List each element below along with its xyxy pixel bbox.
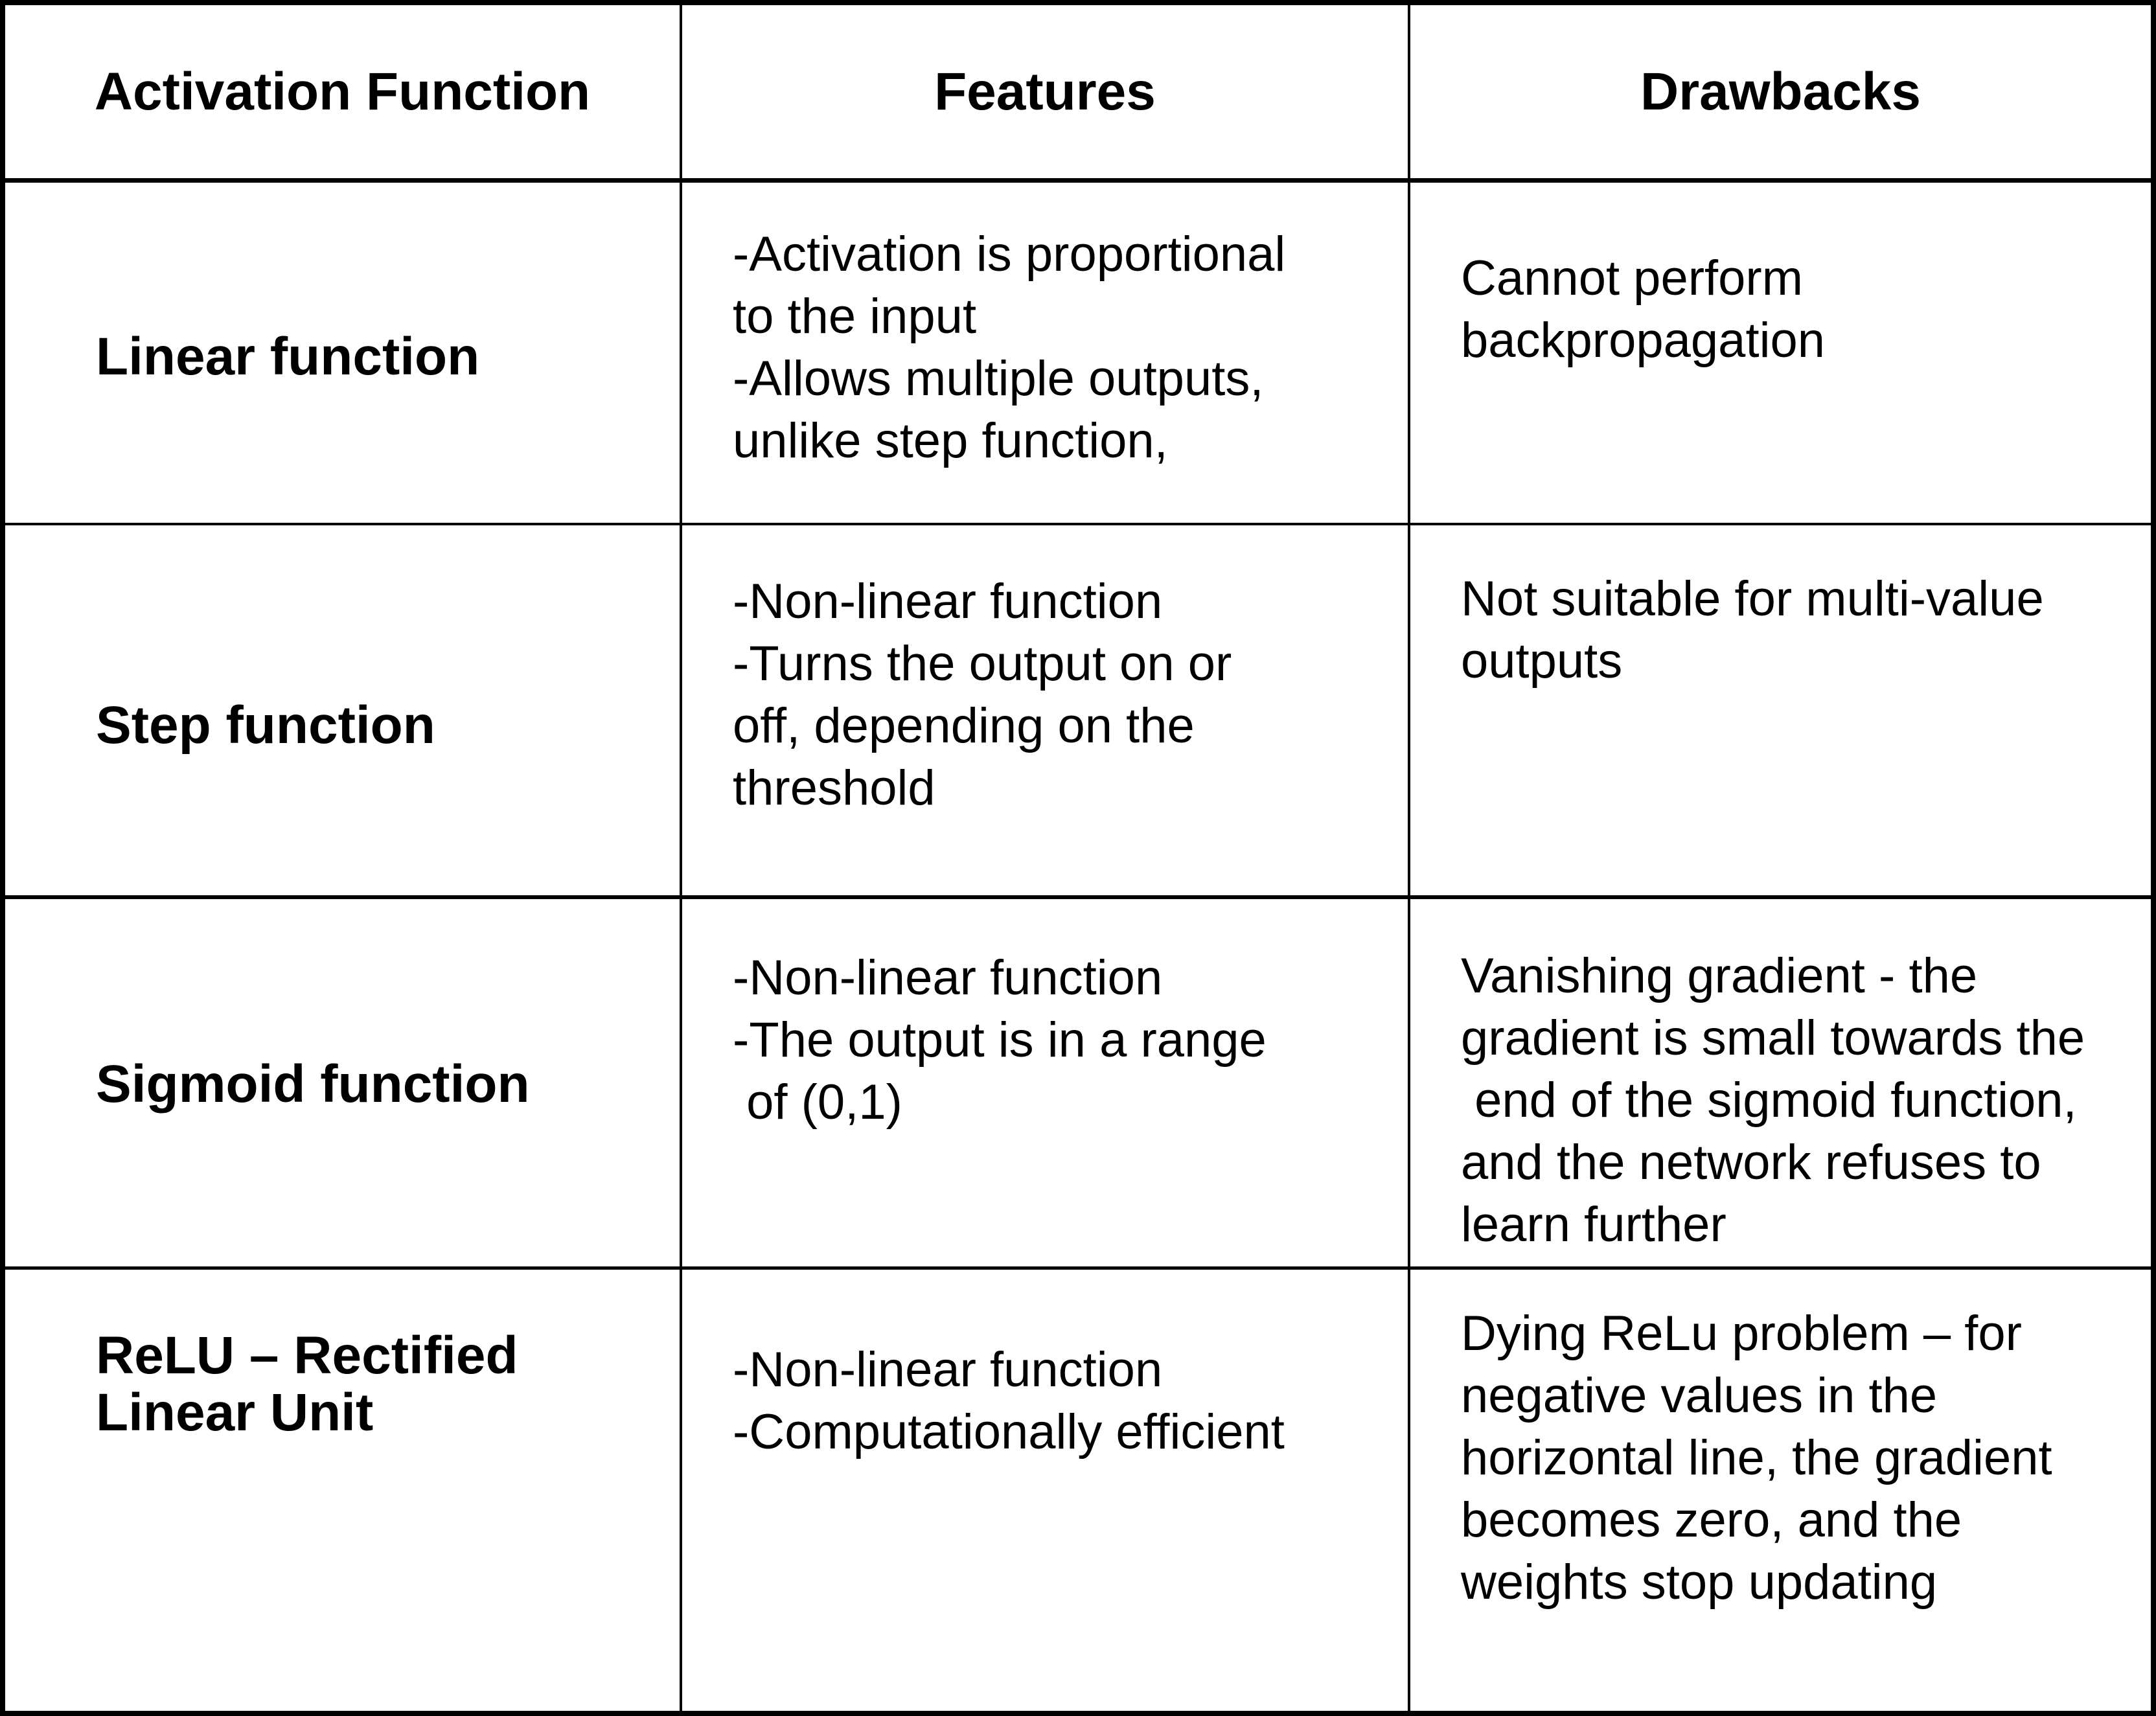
drawbacks-cell-linear-function: Cannot perform backpropagation (1410, 183, 2151, 525)
column-header-drawbacks: Drawbacks (1410, 5, 2151, 183)
features-cell-linear-function: -Activation is proportional to the input… (682, 183, 1410, 525)
features-cell-relu: -Non-linear function -Computationally ef… (682, 1270, 1410, 1711)
drawbacks-cell-step-function: Not suitable for multi-value outputs (1410, 525, 2151, 899)
features-cell-step-function: -Non-linear function -Turns the output o… (682, 525, 1410, 899)
row-label-sigmoid-function: Sigmoid function (5, 899, 682, 1270)
row-label-relu: ReLU – Rectified Linear Unit (5, 1270, 682, 1711)
features-cell-sigmoid-function: -Non-linear function -The output is in a… (682, 899, 1410, 1270)
column-header-features: Features (682, 5, 1410, 183)
row-label-linear-function: Linear function (5, 183, 682, 525)
column-header-activation-function: Activation Function (5, 5, 682, 183)
row-label-step-function: Step function (5, 525, 682, 899)
drawbacks-cell-relu: Dying ReLu problem – for negative values… (1461, 1306, 2052, 1610)
drawbacks-cell-sigmoid-function: Vanishing gradient - the gradient is sma… (1410, 899, 2151, 1270)
